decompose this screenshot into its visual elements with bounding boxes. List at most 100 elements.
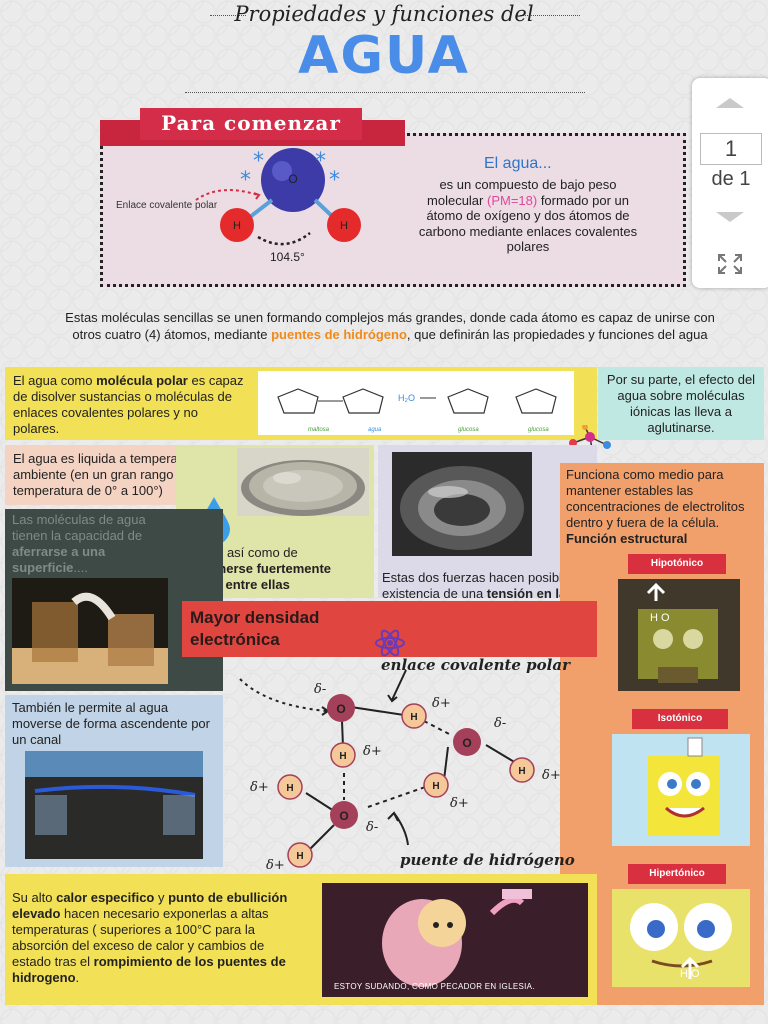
svg-text:*: *: [240, 168, 251, 193]
intro-box: [100, 133, 686, 287]
h-label-1: H: [410, 712, 417, 723]
polar-text-post: es capaz de disolver sustancias o molécu…: [13, 373, 244, 436]
electrolyte-text-bold: Función estructural: [566, 531, 688, 546]
glucose-reaction-figure: H₂O maltosa agua glucosa glucosa: [258, 371, 574, 435]
heat-text-1: Su alto: [12, 890, 57, 905]
sponge-hipertonico-image: [612, 889, 750, 987]
tension-text-pre: Estas dos fuerzas hacen posible la exist…: [382, 570, 583, 601]
delta-plus-5: δ+: [250, 780, 269, 795]
title-rule-bottom: [185, 92, 585, 93]
title-rule-right: [520, 15, 580, 16]
angle-arc: [257, 232, 311, 246]
ring-maltosa-2: [342, 388, 384, 414]
ionic-text: Por su parte, el efecto del agua sobre m…: [598, 367, 764, 440]
tag-hipotonico: Hipotónico: [628, 554, 726, 574]
angle-label: 104.5°: [270, 250, 305, 264]
o-label-2: O: [462, 736, 471, 750]
delta-minus-2: δ-: [494, 716, 506, 731]
intro-text: es un compuesto de bajo peso molecular (…: [412, 177, 644, 255]
delta-minus-3: δ-: [366, 820, 378, 835]
oxygen-label: O: [288, 172, 297, 186]
delta-plus-1: δ+: [432, 696, 451, 711]
h-label-6: H: [296, 851, 303, 862]
o-label-1: O: [336, 702, 345, 716]
intro-heading: El agua...: [484, 155, 552, 172]
ring-maltosa-1: [277, 388, 319, 414]
h-label-3: H: [518, 766, 525, 777]
cartoon-caption: ESTOY SUDANDO, COMO PECADOR EN IGLESIA.: [334, 982, 535, 991]
density-label: Mayor densidad electrónica: [190, 608, 320, 649]
svg-text:*: *: [253, 149, 264, 174]
sponge-hipotonico-image: [618, 579, 740, 691]
water-molecule-diagram: O H H ** **: [195, 148, 361, 246]
ring-glucose-2: [515, 388, 557, 414]
delta-plus-2: δ+: [363, 744, 382, 759]
heat-text-3: hacen necesario exponerlas a altas tempe…: [12, 906, 269, 969]
delta-plus-4: δ+: [450, 796, 469, 811]
atom-icon: [375, 629, 405, 657]
svg-text:*: *: [315, 149, 326, 174]
label-glucosa-2: glucosa: [528, 427, 549, 433]
molecular-weight: (PM=18): [486, 192, 538, 208]
oxygen-atoms: [327, 694, 481, 829]
label-maltosa: maltosa: [308, 427, 330, 433]
electrolyte-text-pre: Funciona como medio para mantener establ…: [566, 467, 745, 530]
h-label-4: H: [432, 781, 439, 792]
surface-tension-photo: [392, 452, 532, 556]
heat-text-bold-3: rompimiento de los puentes de hidrogeno: [12, 954, 286, 985]
delta-plus-3: δ+: [542, 768, 561, 783]
heat-text-4: .: [75, 970, 80, 985]
hydrogen-atoms: [277, 703, 535, 868]
page-subtitle: Propiedades y funciones del: [234, 2, 534, 26]
h-label-5: H: [286, 783, 293, 794]
electron-stars: ** **: [240, 149, 340, 193]
covalent-bond-label: enlace covalente polar: [381, 656, 571, 674]
page-count: de 1: [711, 168, 751, 190]
adhesion-text-pre: Las moléculas de agua tienen la capacida…: [12, 512, 146, 543]
electrolyte-text: Funciona como medio para mantener establ…: [562, 467, 762, 547]
capillary-text: También le permite al agua moverse de fo…: [12, 700, 210, 747]
hydrogen-label-right: H: [340, 220, 348, 232]
hydrogen-atom-left: [220, 208, 254, 242]
ring-glucose-1: [447, 388, 489, 414]
heat-text: Su alto calor especifico y punto de ebul…: [8, 890, 310, 986]
oxygen-atom: [261, 148, 325, 212]
label-glucosa-1: glucosa: [458, 427, 479, 433]
polar-text: El agua como molécula polar es capaz de …: [9, 369, 249, 441]
polar-text-bold: molécula polar: [96, 373, 188, 388]
hydrogen-atom-right: [327, 208, 361, 242]
sponge-isotonico-image: [612, 734, 750, 846]
hydrogen-bond-label: puente de hidrógeno: [400, 851, 575, 869]
page-down-icon[interactable]: [716, 212, 744, 222]
page-number-field[interactable]: 1: [700, 133, 762, 165]
bond-label: Enlace covalente polar: [116, 200, 218, 211]
page-up-icon[interactable]: [716, 98, 744, 108]
paragraph-part2: , que definirán las propiedades y funcio…: [406, 327, 708, 342]
tag-hipertonico: Hipertónico: [628, 864, 726, 884]
paragraph-part1: Estas moléculas sencillas se unen forman…: [65, 310, 715, 342]
tag-isotonico: Isotónico: [632, 709, 728, 729]
paragraph-highlight: puentes de hidrógeno: [271, 327, 407, 342]
water-formula: H₂O: [398, 393, 415, 403]
o-label-3: O: [339, 809, 348, 823]
fullscreen-icon[interactable]: [717, 253, 743, 275]
adhesion-text-bold: aferrarse a una superficie: [12, 544, 106, 575]
h-label-2: H: [339, 751, 346, 762]
heat-text-2: y: [154, 890, 169, 905]
hydrogen-label-left: H: [233, 220, 241, 232]
page-nav-panel: [692, 78, 768, 288]
heat-text-bold-2: punto de ebullición elevado: [12, 890, 288, 921]
bond-arrow: [195, 189, 259, 201]
delta-minus-1: δ-: [314, 682, 326, 697]
h2o-label-hiper: H O: [680, 968, 700, 980]
capillary-jars-photo: [12, 578, 168, 684]
sweating-cartoon-image: [322, 883, 588, 997]
polar-text-pre: El agua como: [13, 373, 97, 388]
h2o-label-hipo: H O: [650, 612, 670, 624]
adhesion-text: Las moléculas de agua tienen la capacida…: [8, 512, 180, 576]
adhesion-text-post: ....: [73, 560, 88, 575]
heat-text-bold-1: calor especifico: [56, 890, 155, 905]
intro-paragraph: Estas moléculas sencillas se unen forman…: [50, 309, 730, 343]
coin-water-photo: [237, 448, 369, 516]
molecule-network-icon: [569, 425, 611, 459]
